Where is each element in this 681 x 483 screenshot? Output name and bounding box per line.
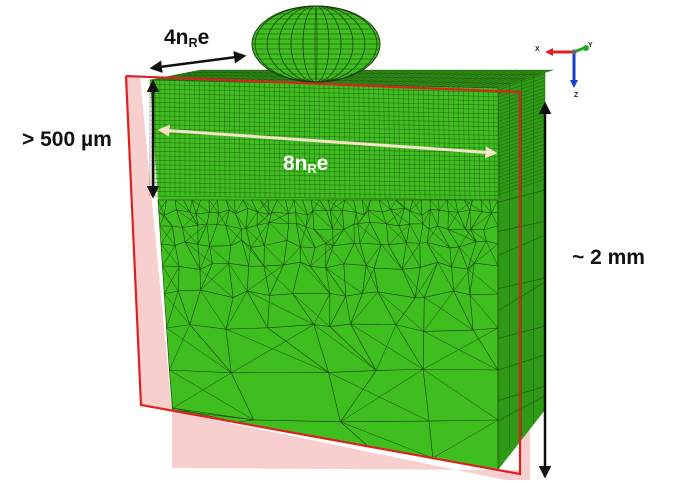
height-dimension-label: ~ 2 mm	[572, 246, 645, 269]
top-dimension-label: 4nRe	[164, 26, 210, 51]
width-dim-arrow	[157, 124, 498, 159]
axis-triad	[545, 45, 589, 88]
axis-x-label: X	[535, 46, 540, 53]
axis-y-label: Y	[588, 42, 593, 49]
block-front-face	[150, 80, 498, 470]
axis-z-label: Z	[574, 92, 579, 99]
indenter-ball	[251, 5, 381, 83]
width-dimension-label: 8nRe	[283, 152, 329, 177]
top-dim-arrow	[149, 51, 247, 73]
side-face-mesh	[497, 72, 546, 460]
depth-dimension-label: > 500 µm	[22, 128, 112, 151]
cut-plane-edge	[124, 74, 522, 476]
